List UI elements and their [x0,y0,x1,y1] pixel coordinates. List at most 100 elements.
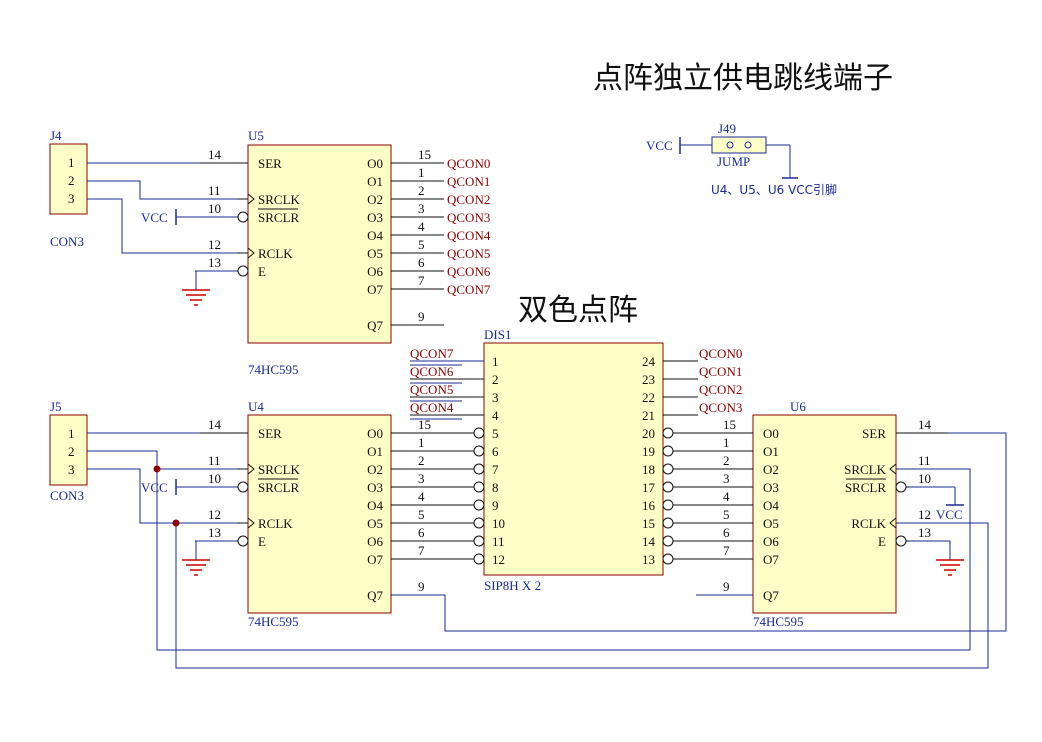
dis1-right-pin-14-bubble [662,535,674,547]
u5-pin-o0-name: O0 [367,156,383,171]
j5-pin-2: 2 [68,444,75,459]
u6-pin-o2-num: 2 [723,453,730,468]
u4-pin-e-num: 13 [208,525,221,540]
u5-pin-rclk-num: 12 [208,237,221,252]
dis1-net-qcon2: QCON2 [699,382,742,397]
u4-pin-srclk-num: 11 [208,453,221,468]
u5-body [247,144,392,344]
u6-pin-rclk-clock [889,517,897,529]
dis1-left-pin-9-bubble [473,499,485,511]
dis1-left-pin-3-num: 3 [492,390,499,405]
j5-pin-3: 3 [68,462,75,477]
dis1-right-pin-18-bubble [662,463,674,475]
dis1-right-pin-14-num: 14 [642,534,656,549]
u5-pin-o3-num: 3 [418,201,425,216]
u6-pin-o0-name: O0 [763,426,779,441]
u4-pin-srclk-name: SRCLK [258,462,301,477]
u6-pin-o2-name: O2 [763,462,779,477]
dis1-left-pin-2-num: 2 [492,372,499,387]
u5-pin-e-num: 13 [208,255,221,270]
u5-net-qcon2: QCON2 [447,192,490,207]
dis1-left-pin-6-num: 6 [492,444,499,459]
u5-pin-o7-num: 7 [418,273,425,288]
u5-pin-ser-name: SER [258,156,282,171]
u4-pin-o7-name: O7 [367,552,383,567]
j4-value: CON3 [50,234,84,249]
dis1-left-pin-7-num: 7 [492,462,499,477]
u5-pin-o6-num: 6 [418,255,425,270]
u6-pin-srclk-num: 11 [918,453,931,468]
u5-pin-srclr-bubble [237,211,249,223]
u5-pin-ser-num: 14 [208,147,222,162]
u6-pin-o3-num: 3 [723,471,730,486]
j49-vcc-label: VCC [646,138,673,153]
u6-pin-o5-name: O5 [763,516,779,531]
u5-pin-o2-num: 2 [418,183,425,198]
j49-ref: J49 [718,121,736,136]
dis1-right-pin-19-bubble [662,445,674,457]
u4-ref: U4 [248,399,264,414]
u4-pin-o4-name: O4 [367,498,383,513]
j5-pin-1: 1 [68,426,75,441]
dis1-right-pin-17-bubble [662,481,674,493]
u6-pin-srclk-clock [889,463,897,475]
u6-pin-o1-num: 1 [723,435,730,450]
u6-pin-srclk-name: SRCLK [844,462,887,477]
u6-pin-o1-name: O1 [763,444,779,459]
connector-j5: J5 1 2 3 CON3 [49,399,88,503]
dis1-right-pin-13-num: 13 [642,552,655,567]
u5-net-qcon7: QCON7 [447,282,491,297]
vcc-u4: VCC [141,479,237,495]
u4-pin-e-name: E [258,534,266,549]
wire-j5-3-rclk [87,468,237,524]
wires [87,162,1007,669]
u5-pin-o5-num: 5 [418,237,425,252]
chip-u5: U5 74HC595 14SER11SRCLK10SRCLR12RCLK13E1… [195,128,491,377]
dis1-left-pin-7-bubble [473,463,485,475]
dis1-left-pin-10-num: 10 [492,516,505,531]
u4-pin-o0-name: O0 [367,426,383,441]
dis1-value: SIP8H X 2 [484,578,541,593]
u6-ref: U6 [790,399,806,414]
u5-pin-srclr-num: 10 [208,201,221,216]
u6-pin-o6-name: O6 [763,534,779,549]
u5-pin-o4-name: O4 [367,228,383,243]
dis1-right-pin-18-num: 18 [642,462,655,477]
j49-value: JUMP [717,154,750,169]
u4-pin-srclr-name: SRCLR [258,480,300,495]
dis1-right-pin-16-bubble [662,499,674,511]
u4-pin-o0-num: 15 [418,417,431,432]
dis1-left-pin-5-num: 5 [492,426,499,441]
u4-pin-o3-num: 3 [418,471,425,486]
u4-body [247,414,392,614]
u6-pin-o4-name: O4 [763,498,779,513]
dis1-right-pin-19-num: 19 [642,444,655,459]
dis1-left-pin-1-num: 1 [492,354,499,369]
j4-body [49,143,88,215]
j4-pin-1: 1 [68,155,75,170]
u4-pin-srclk-clock [247,463,255,475]
title-dual-color-matrix: 双色点阵 [518,293,638,328]
j5-ref: J5 [50,399,62,414]
u4-pin-o7-num: 7 [418,543,425,558]
u6-pin-e-name: E [878,534,886,549]
u5-pin-o1-name: O1 [367,174,383,189]
j49-body [711,136,767,154]
u4-pin-q7-num: 9 [418,579,425,594]
j4-pin-2: 2 [68,173,75,188]
chip-u6: U6 74HC595 14SER11SRCLK10SRCLR12RCLK13E1… [700,399,949,629]
u5-net-qcon3: QCON3 [447,210,490,225]
u5-pin-o3-name: O3 [367,210,383,225]
dis1-ref: DIS1 [484,327,511,342]
u5-pin-q7-name: Q7 [367,318,383,333]
wire-q7-to-ser [392,432,1007,632]
connector-j4: J4 1 2 3 CON3 [49,128,88,249]
u4-pin-o5-name: O5 [367,516,383,531]
dis1-right-pin-13-bubble [662,553,674,565]
j49-pin-a [726,141,734,149]
vcc-u5-label: VCC [141,210,168,225]
vcc-u5: VCC [141,209,237,225]
dis1-net-qcon5: QCON5 [410,382,453,397]
j4-ref: J4 [50,128,62,143]
u5-pin-o5-name: O5 [367,246,383,261]
